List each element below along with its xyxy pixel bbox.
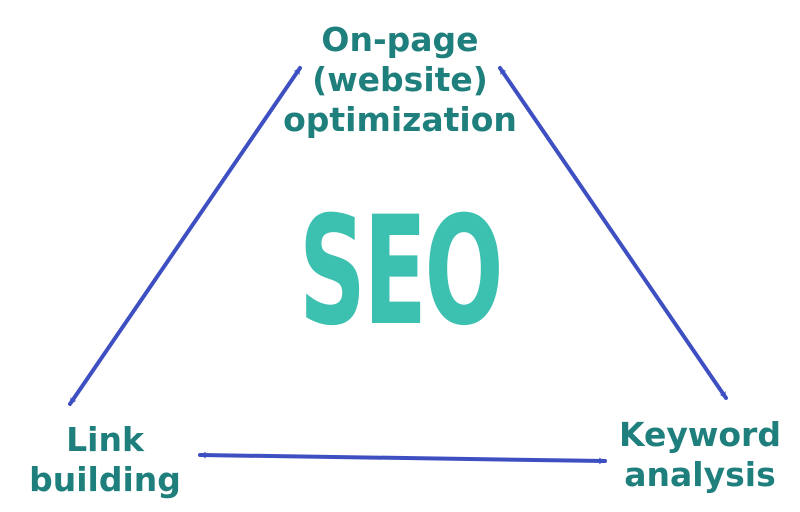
arrow-top-right bbox=[498, 66, 728, 400]
label-line: analysis bbox=[624, 455, 776, 494]
seo-text: SEO bbox=[298, 185, 504, 359]
label-line: Keyword bbox=[619, 415, 781, 454]
arrow-top-left bbox=[68, 66, 302, 406]
on-page-optimization-label: On-page (website) optimization bbox=[270, 20, 530, 140]
label-line: optimization bbox=[283, 100, 517, 139]
label-line: building bbox=[29, 460, 181, 499]
seo-title: SEO bbox=[298, 185, 504, 359]
label-line: Link bbox=[66, 420, 144, 459]
label-line: On-page bbox=[321, 20, 479, 59]
label-line: (website) bbox=[312, 60, 488, 99]
arrow-left-right bbox=[198, 451, 607, 465]
link-building-label: Link building bbox=[10, 420, 200, 500]
keyword-analysis-label: Keyword analysis bbox=[600, 415, 800, 495]
